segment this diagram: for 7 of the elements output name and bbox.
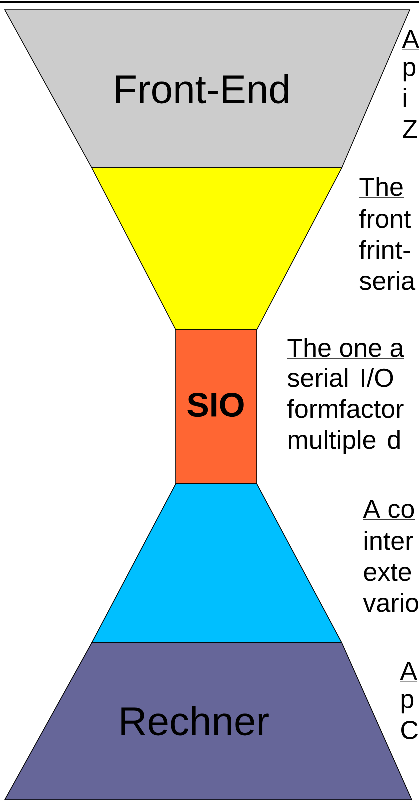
note-text: front frint- seria (360, 209, 416, 290)
note-heading: The one a (287, 338, 404, 359)
funnel-band: SIO (176, 330, 258, 484)
note-heading: A co (363, 500, 416, 520)
note-text: serial I/O formfactor multiple d (288, 368, 404, 454)
note-heading: The (359, 177, 404, 198)
note-text: inter exte vario (363, 531, 418, 612)
